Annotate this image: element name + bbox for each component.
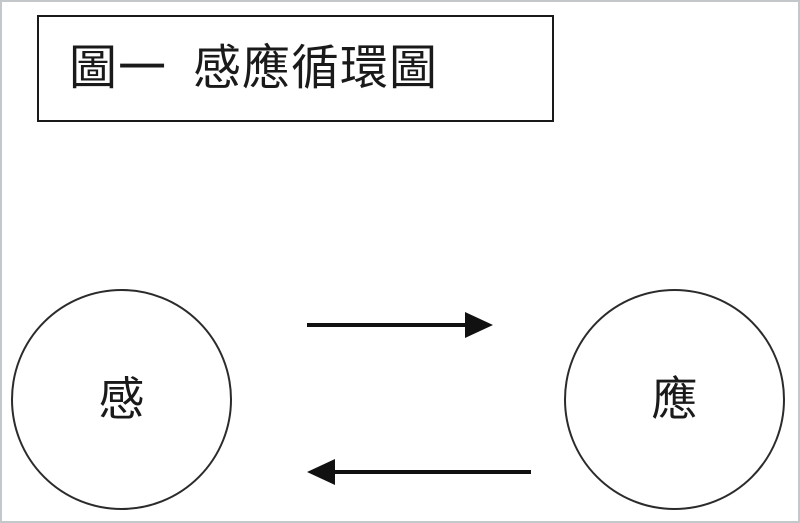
node-label-ying: 應: [651, 373, 698, 425]
node-circle-gan: 感: [11, 289, 232, 510]
arrow-left-icon: [307, 459, 531, 485]
node-circle-ying: 應: [564, 289, 785, 510]
arrow-right-icon: [307, 312, 493, 338]
figure-title: 圖一 感應循環圖: [69, 41, 439, 95]
figure-title-box: 圖一 感應循環圖: [37, 15, 554, 122]
node-label-gan: 感: [98, 373, 145, 425]
